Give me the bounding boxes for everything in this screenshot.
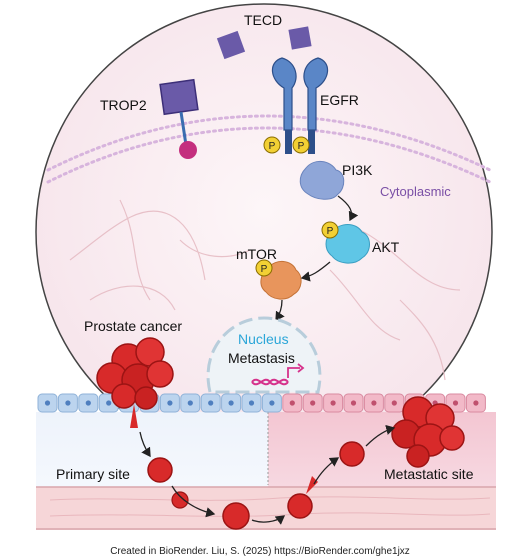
epithelial-cell-nucleus [167,400,173,406]
mtor-phospho: P [255,259,273,277]
tecd-ligand-bound [288,26,312,50]
circulating-tumor-cell-5 [339,441,365,467]
credit-line: Created in BioRender. Liu, S. (2025) htt… [110,546,410,557]
metastatic-site-label: Metastatic site [384,466,474,482]
dna-helix-icon [251,363,305,386]
svg-text:P: P [269,141,276,152]
epithelial-cell-nucleus [106,400,112,406]
mtor-label: mTOR [236,246,277,262]
epithelial-cell-nucleus [248,400,255,406]
circulating-tumor-cell-3 [222,502,250,530]
metastasis-label: Metastasis [228,350,295,366]
svg-text:P: P [327,226,334,237]
epithelial-cell-nucleus [269,400,275,406]
epithelial-cell-nucleus [208,400,214,406]
cell-membrane [46,114,492,184]
epithelial-cell-nucleus [391,400,397,406]
prostate-cancer-label: Prostate cancer [84,318,183,334]
egfr-phospho-right: P [292,136,310,154]
akt-phospho: P [321,221,339,239]
svg-text:P: P [298,141,305,152]
metastatic-tumor [391,396,465,468]
circulating-tumor-cell-1 [147,457,173,483]
egfr-label: EGFR [320,92,359,108]
epithelial-cell-nucleus [371,400,377,406]
epithelial-cell-nucleus [350,400,357,406]
circulating-tumor-cell-4 [287,476,318,519]
epithelial-cell-nucleus [310,400,316,406]
circulating-tumor-cell-2 [171,491,189,509]
pi3k-protein [299,161,345,200]
blood-vessel [36,486,496,530]
metastasis-arrows [139,424,396,525]
epithelial-cell-nucleus [330,400,336,406]
trop2-receptor [159,78,199,159]
svg-text:P: P [261,264,268,275]
primary-tumor [96,337,174,428]
epithelial-cell-nucleus [228,400,234,406]
primary-site-label: Primary site [56,466,130,482]
tecd-ligand [216,30,246,60]
trop2-label: TROP2 [100,97,147,113]
epithelial-cell-nucleus [65,400,71,406]
pathway-arrows [275,195,359,322]
nucleus-label: Nucleus [238,331,289,347]
epithelial-cell-nucleus [452,400,459,406]
cytoskeleton-filaments [69,199,461,381]
epithelial-cell-nucleus [44,400,51,406]
akt-label: AKT [372,239,400,255]
epithelial-cell-nucleus [85,400,91,406]
epithelial-cell-nucleus [473,400,479,406]
egfr-receptor [271,57,329,154]
epithelial-cell-nucleus [187,400,193,406]
nucleus [206,316,322,394]
egfr-phospho-left: P [263,136,281,154]
cytoplasmic-label: Cytoplasmic [380,184,451,199]
pi3k-label: PI3K [342,162,373,178]
epithelial-cell-nucleus [289,400,295,406]
tecd-label: TECD [244,12,283,28]
